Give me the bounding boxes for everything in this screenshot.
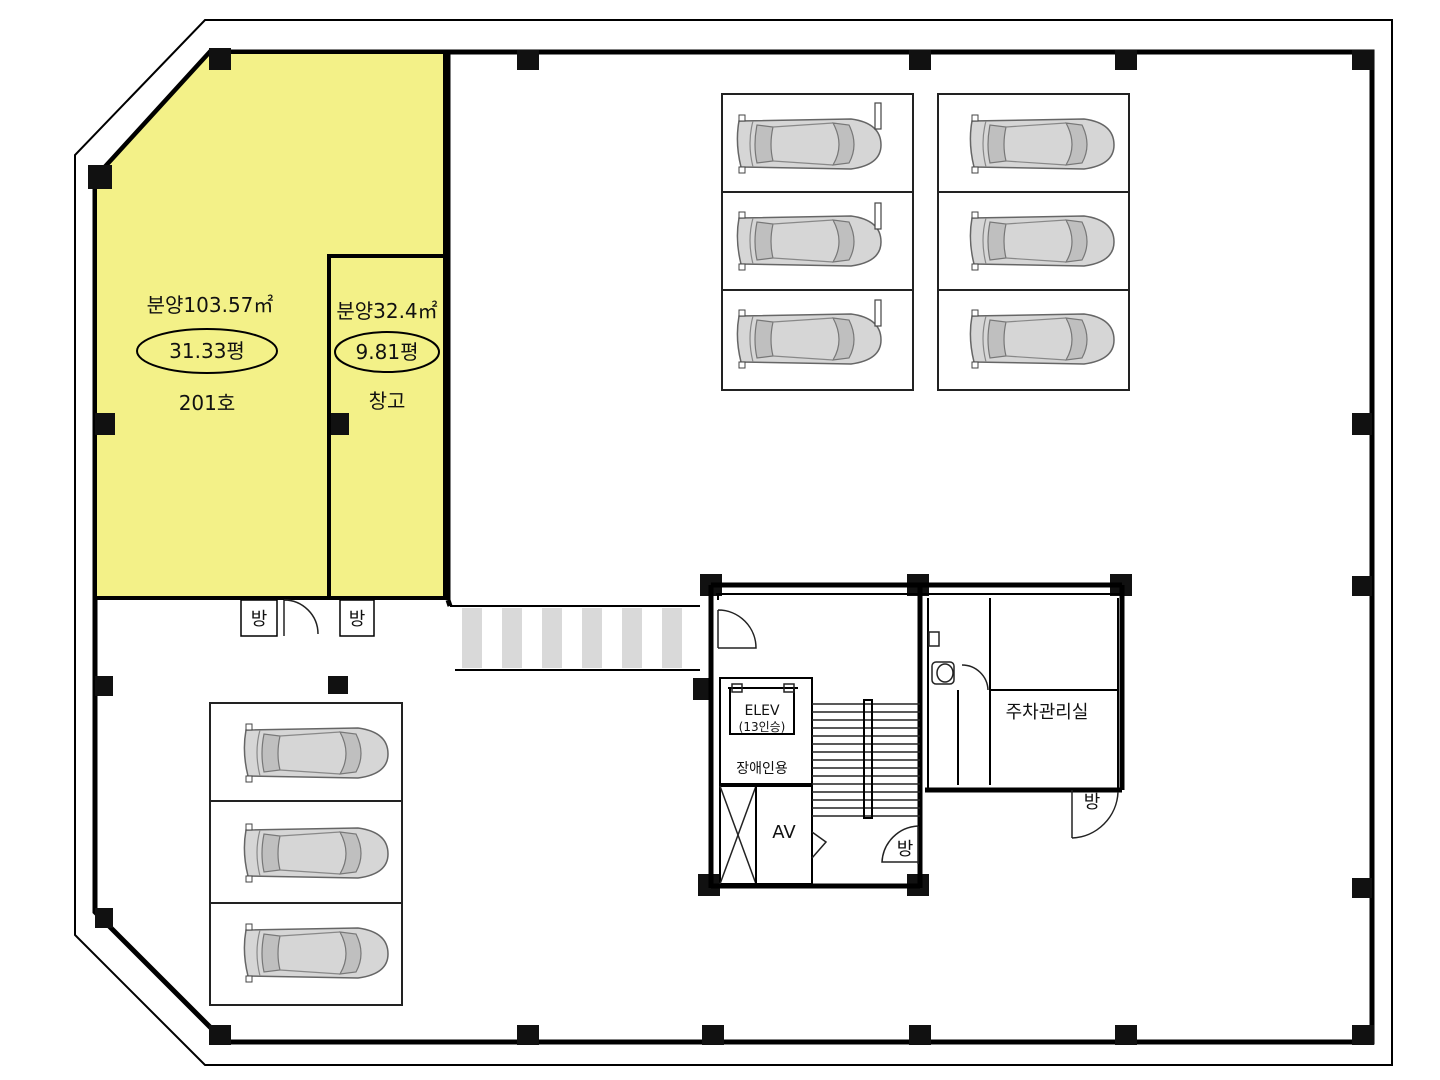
room-tag-4: 방	[1084, 792, 1101, 813]
storage-pyeong: 9.81평	[356, 340, 419, 364]
storage-pyeong-ellipse	[334, 331, 440, 373]
car-icon	[736, 211, 882, 271]
car-icon	[969, 114, 1115, 174]
elevator-label: ELEV	[744, 703, 779, 719]
core-block: ELEV (13인승) 장애인용 AV	[708, 582, 1125, 889]
unit-201-pyeong-ellipse	[136, 328, 278, 374]
room-tag-2: 방	[349, 609, 366, 630]
unit-201-area-label: 분양103.57㎡	[147, 293, 274, 317]
storage-labels: 분양32.4㎡ 9.81평 창고	[334, 299, 440, 413]
car-icon	[736, 114, 882, 174]
elevator-capacity: (13인승)	[739, 720, 786, 734]
car-icon	[243, 923, 389, 983]
car-icon	[243, 823, 389, 883]
unit-201-area	[93, 50, 447, 600]
car-icon	[969, 309, 1115, 369]
unit-201-name: 201호	[179, 391, 236, 415]
unit-201-labels: 분양103.57㎡ 31.33평 201호	[136, 293, 278, 415]
parking-office-label: 주차관리실	[1006, 702, 1089, 723]
storage-name: 창고	[369, 389, 406, 413]
parking-block-top-b	[937, 93, 1130, 391]
lower-doors: 방 방	[240, 599, 375, 637]
car-icon	[243, 723, 389, 783]
parking-block-bottom	[209, 702, 403, 1006]
elevator-note: 장애인용	[736, 761, 788, 777]
storage-area-label: 분양32.4㎡	[336, 299, 437, 323]
av-label: AV	[772, 822, 796, 843]
ramp-stripes	[445, 599, 700, 671]
room-tag-1: 방	[251, 609, 268, 630]
car-icon	[736, 309, 882, 369]
unit-201-pyeong: 31.33평	[169, 339, 245, 363]
room-tag-3: 방	[897, 839, 914, 860]
parking-block-top-a	[721, 93, 914, 391]
stairs	[812, 699, 920, 819]
car-icon	[969, 211, 1115, 271]
structural-columns	[88, 48, 1374, 1045]
